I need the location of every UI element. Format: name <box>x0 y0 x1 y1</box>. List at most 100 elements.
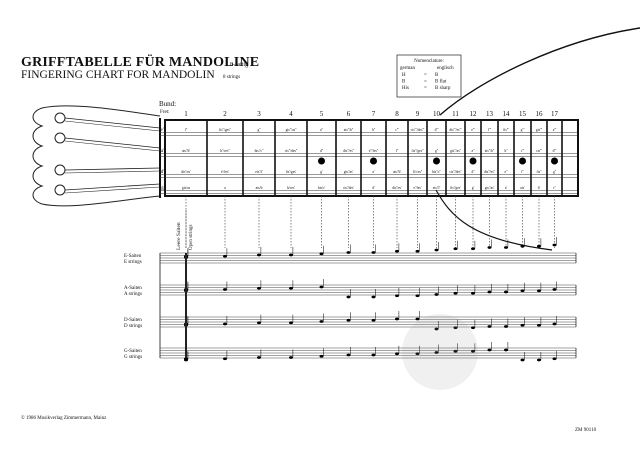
note-head <box>346 353 351 357</box>
note-head <box>319 320 324 323</box>
fret-number: 1 <box>184 110 188 118</box>
nomenclature-col-german: german <box>400 66 415 71</box>
note-head <box>520 358 525 362</box>
note-head <box>371 318 376 322</box>
staff-label-en: G strings <box>124 355 142 360</box>
note-head <box>552 288 557 291</box>
note-cell: h'/ces'' <box>413 170 423 174</box>
note-cell: fis'/ges' <box>286 170 297 174</box>
note-cell: a' <box>505 186 508 190</box>
position-marker-dot <box>370 157 377 165</box>
note-cell: g''' <box>521 128 525 132</box>
note-head <box>257 321 261 325</box>
note-head <box>487 325 492 328</box>
note-cell: g' <box>472 186 475 190</box>
note-head <box>184 357 188 361</box>
position-marker-dot <box>519 157 526 165</box>
note-cell: a'' <box>472 149 475 153</box>
note-head <box>453 247 458 251</box>
note-head <box>257 253 261 257</box>
note-head <box>395 352 399 356</box>
note-cell: d''' <box>553 149 557 153</box>
position-marker-dot <box>318 157 325 165</box>
note-head <box>223 288 227 291</box>
note-head <box>434 293 439 296</box>
nomenclature-cell: B sharp <box>435 86 451 91</box>
note-cell: dis'/es' <box>181 170 191 174</box>
note-cell: e''/fes'' <box>369 149 379 153</box>
note-cell: dis'''/es''' <box>449 128 461 132</box>
nomenclature-heading: Nomenclature: <box>414 59 444 64</box>
fret-number: 12 <box>470 110 478 118</box>
note-cell: f'' <box>396 149 399 153</box>
headstock-drawing <box>32 105 161 207</box>
note-cell: cis''/des'' <box>285 149 298 153</box>
note-cell: f''' <box>488 128 491 132</box>
note-cell: h/ces' <box>287 186 295 190</box>
note-head <box>289 253 293 257</box>
note-cell: g'' <box>435 149 438 153</box>
note-head <box>346 295 351 299</box>
title-german: GRIFFTABELLE FÜR MANDOLINE <box>21 53 259 70</box>
position-marker-dot <box>551 157 558 165</box>
fret-number: 6 <box>347 110 351 118</box>
nomenclature-col-english: englisch <box>437 66 454 71</box>
note-cell: a''' <box>553 128 557 132</box>
note-cell: e'/fes' <box>413 186 421 190</box>
note-cell: c''' <box>521 149 525 153</box>
note-cell: cis''' <box>536 149 542 153</box>
note-head <box>471 247 475 251</box>
note-cell: ais''/b'' <box>485 149 495 153</box>
note-head <box>257 356 261 359</box>
note-cell: a'' <box>320 128 323 132</box>
open-strings-label-en: Open strings <box>189 225 194 250</box>
note-head <box>537 289 541 293</box>
note-cell: gis''/as'' <box>450 149 461 153</box>
fret-header-en: Fret: <box>160 110 169 115</box>
note-head <box>395 294 399 298</box>
note-cell: fis'' <box>537 170 542 174</box>
open-string-name: g <box>161 186 164 191</box>
open-strings-label-de: Leere Saiten <box>176 222 182 250</box>
fret-number: 5 <box>320 110 324 118</box>
pointer-curve <box>435 189 553 251</box>
note-cell: dis''/es'' <box>484 170 495 174</box>
open-string-name: d' <box>161 170 165 175</box>
nomenclature-cell: = <box>424 73 427 78</box>
note-cell: d'' <box>320 149 323 153</box>
note-cell: gis/as <box>182 186 191 190</box>
note-head <box>471 291 475 295</box>
fret-header-de: Bund: <box>159 100 176 108</box>
note-head <box>319 252 324 256</box>
note-head <box>504 325 508 328</box>
note-cell: f'' <box>185 128 188 132</box>
note-cell: d'' <box>471 170 474 174</box>
nomenclature-cell: His <box>402 86 409 91</box>
note-head <box>223 322 227 326</box>
note-cell: h'' <box>504 149 507 153</box>
note-cell: his'/c'' <box>432 170 441 174</box>
note-cell: fis''' <box>503 128 509 132</box>
note-head <box>289 356 293 359</box>
note-cell: gis'/as' <box>344 170 354 174</box>
note-head <box>223 357 227 361</box>
note-head <box>453 349 458 353</box>
note-head <box>520 323 525 327</box>
note-cell: d' <box>372 186 375 190</box>
note-cell: cis'/des' <box>343 186 354 190</box>
note-cell: c'' <box>553 186 556 190</box>
note-cell: g'' <box>553 170 556 174</box>
title-english-suffix: 8 strings <box>223 75 240 80</box>
staff-label-de: D-Saiten <box>124 318 142 323</box>
fret-number: 13 <box>486 110 494 118</box>
fret-number: 15 <box>519 110 527 118</box>
note-head <box>346 318 351 322</box>
title-english: FINGERING CHART FOR MANDOLIN <box>21 69 215 81</box>
note-cell: his'/c'' <box>255 149 264 153</box>
note-head <box>415 249 420 253</box>
staff-label-en: D strings <box>124 324 142 329</box>
note-head <box>453 291 458 295</box>
note-head <box>371 295 376 299</box>
note-head <box>395 317 399 321</box>
